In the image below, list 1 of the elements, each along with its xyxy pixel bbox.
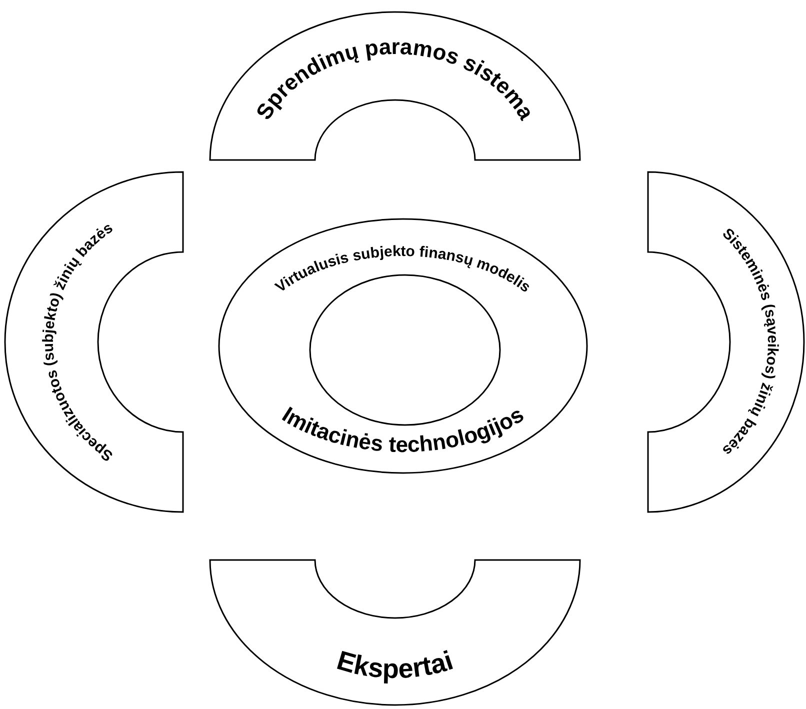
curved-label: Ekspertai [334,645,457,684]
